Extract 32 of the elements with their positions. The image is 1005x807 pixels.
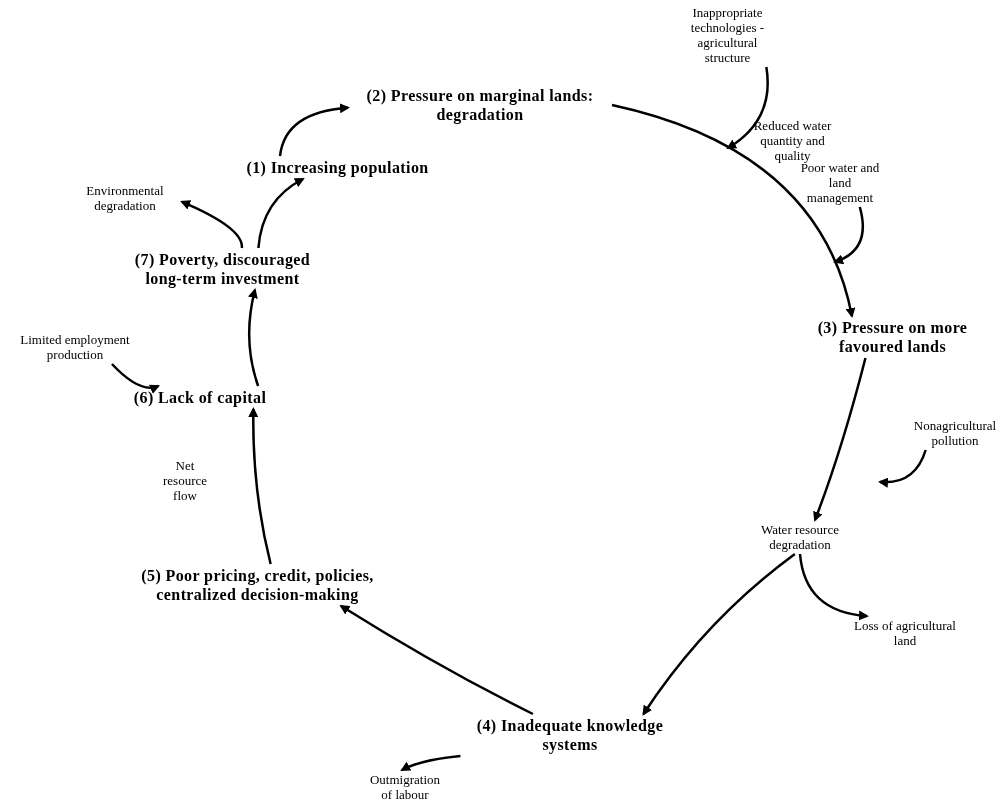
arrow (180, 200, 244, 249)
factor-label: Outmigration of labour (365, 772, 445, 802)
note-label: Net resource flow (162, 458, 208, 503)
arrow (111, 363, 161, 394)
arrow (278, 103, 350, 157)
arrow (247, 288, 260, 387)
arrow (257, 177, 305, 249)
stage-label: (1) Increasing population (245, 158, 430, 177)
stage-label: (4) Inadequate knowledge systems (450, 716, 690, 754)
note-label: Reduced water quantity and quality (752, 118, 833, 163)
arrow (400, 754, 461, 772)
arrow (833, 206, 864, 264)
arrow (248, 407, 272, 565)
stage-label: (2) Pressure on marginal lands: degradation (350, 86, 610, 124)
arrow (878, 449, 927, 488)
stage-label: (3) Pressure on more favoured lands (785, 318, 1000, 356)
arrow (339, 604, 534, 716)
factor-label: Poor water and land management (800, 160, 880, 205)
factor-label: Limited employment production (5, 332, 145, 362)
factor-label: Water resource degradation (745, 522, 855, 552)
arrow (813, 357, 867, 522)
stage-label: (7) Poverty, discouraged long-term investment (120, 250, 325, 288)
arrow (642, 553, 796, 716)
arrow (611, 103, 855, 318)
factor-label: Environmental degradation (70, 183, 180, 213)
stage-label: (6) Lack of capital (120, 388, 280, 407)
stage-label: (5) Poor pricing, credit, policies, centralized decision-making (100, 566, 415, 604)
factor-label: Loss of agricultural land (850, 618, 960, 648)
factor-label: Nonagricultural pollution (905, 418, 1005, 448)
factor-label: Inappropriate technologies - agricultural structure (680, 5, 775, 65)
arrow (726, 66, 769, 150)
arrow (798, 553, 869, 621)
